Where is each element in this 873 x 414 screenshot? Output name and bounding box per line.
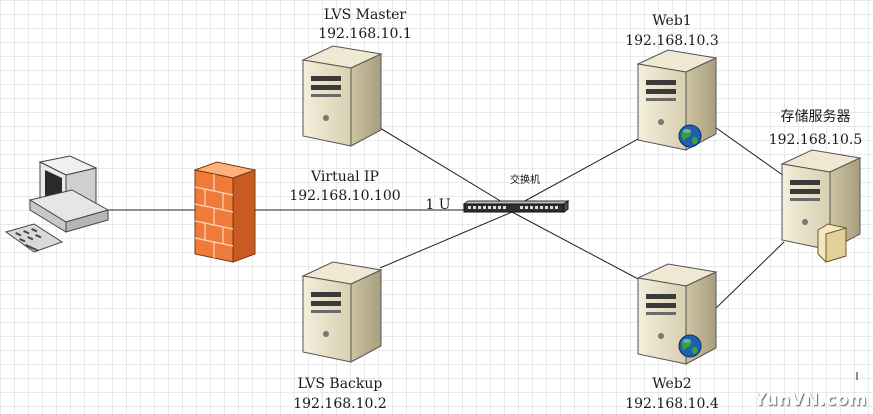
lvs-backup-name: LVS Backup — [297, 376, 383, 392]
link-web2-storage — [711, 241, 785, 313]
storage-name: 存储服务器 — [780, 109, 851, 125]
web1-server-icon — [637, 49, 717, 151]
web2-ip: 192.168.10.4 — [625, 396, 719, 412]
computer-icon — [4, 155, 110, 253]
switch-label: 交换机 — [510, 175, 540, 186]
storage-ip: 192.168.10.5 — [768, 132, 863, 148]
globe-icon — [678, 124, 702, 148]
folder-icon — [817, 223, 847, 263]
link-backup-switch — [379, 211, 513, 269]
link-switch-web2 — [511, 211, 641, 281]
link-master-switch — [379, 127, 513, 209]
web2-server-icon — [637, 263, 717, 365]
switch-unit-label: 1 U — [425, 197, 451, 213]
lvs-backup-server-icon — [302, 261, 382, 363]
virtual-ip-address: 192.168.10.100 — [289, 188, 401, 204]
firewall-icon — [193, 161, 257, 263]
web2-name: Web2 — [652, 376, 692, 392]
lvs-master-server-icon — [302, 45, 382, 147]
watermark: YunVN.com — [753, 390, 867, 410]
lvs-backup-ip: 192.168.10.2 — [293, 396, 387, 412]
link-switch-web1 — [511, 137, 641, 209]
lvs-master-ip: 192.168.10.1 — [318, 26, 412, 42]
switch-icon — [462, 200, 570, 213]
web1-name: Web1 — [652, 13, 692, 29]
lvs-master-name: LVS Master — [323, 7, 407, 23]
connection-lines — [108, 124, 785, 313]
virtual-ip-label: Virtual IP — [311, 169, 379, 185]
link-web1-storage — [711, 124, 785, 177]
globe-icon — [678, 334, 702, 358]
web1-ip: 192.168.10.3 — [625, 33, 719, 49]
storage-server-icon — [781, 149, 861, 263]
